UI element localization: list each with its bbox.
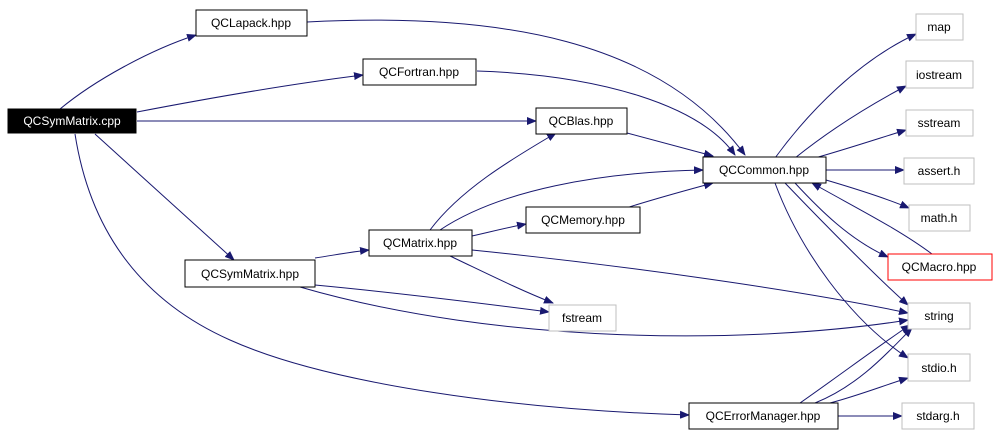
node-qcblas-hpp[interactable]: QCBlas.hpp — [535, 107, 628, 135]
node-label: stdarg.h — [916, 409, 959, 423]
node-qcfortran-hpp[interactable]: QCFortran.hpp — [362, 58, 477, 86]
node-qcsymmatrix-hpp[interactable]: QCSymMatrix.hpp — [184, 259, 316, 288]
edges — [59, 19, 933, 420]
node-map[interactable]: map — [915, 13, 964, 41]
node-iostream[interactable]: iostream — [905, 60, 974, 89]
edge-memory-common — [619, 181, 714, 211]
edge-symmatrix-fstream — [314, 284, 550, 315]
node-label: QCLapack.hpp — [211, 16, 291, 30]
node-fstream[interactable]: fstream — [548, 304, 617, 332]
edge-common-string — [784, 182, 909, 306]
node-qcmatrix-hpp[interactable]: QCMatrix.hpp — [368, 229, 473, 257]
node-label: QCCommon.hpp — [719, 163, 809, 177]
edge-root-symmatrix — [94, 133, 235, 261]
node-label: map — [927, 20, 951, 34]
node-sstream[interactable]: sstream — [905, 109, 974, 137]
node-label: string — [924, 309, 953, 323]
edge-matrix-blas — [429, 132, 557, 231]
node-label: math.h — [921, 211, 958, 225]
edge-matrix-string — [471, 249, 909, 316]
node-label: QCMemory.hpp — [541, 213, 625, 227]
node-label: QCBlas.hpp — [549, 114, 614, 128]
edge-matrix-fstream — [449, 255, 554, 304]
edge-symmatrix-matrix — [314, 246, 370, 259]
node-label: iostream — [916, 68, 962, 82]
edge-common-stdioh — [774, 182, 909, 359]
node-label: sstream — [918, 116, 961, 130]
node-label: QCMacro.hpp — [902, 260, 977, 274]
nodes: QCSymMatrix.cpp QCLapack.hpp QCFortran.h… — [7, 9, 993, 430]
edge-fortran-common — [476, 70, 736, 156]
node-label: fstream — [562, 311, 602, 325]
node-label: QCFortran.hpp — [379, 65, 459, 79]
edge-common-mathh — [825, 179, 910, 209]
node-label: QCErrorManager.hpp — [706, 409, 821, 423]
edge-matrix-common — [439, 166, 704, 231]
edge-macro-common — [811, 182, 933, 255]
node-qcsymmatrix-cpp[interactable]: QCSymMatrix.cpp — [7, 108, 137, 134]
node-label: QCSymMatrix.hpp — [201, 267, 299, 281]
edge-root-lapack — [59, 33, 197, 110]
edge-errmgr-string — [799, 324, 911, 404]
edge-root-errmgr — [74, 133, 690, 419]
edge-blas-common — [626, 132, 714, 158]
node-label: QCSymMatrix.cpp — [23, 114, 121, 128]
node-assert-h[interactable]: assert.h — [903, 157, 975, 185]
edge-common-macro — [794, 182, 889, 258]
edge-errmgr-stdioh — [829, 376, 909, 404]
node-qcerrormanager-hpp[interactable]: QCErrorManager.hpp — [688, 402, 839, 430]
edge-common-map — [774, 33, 917, 159]
node-qcmacro-hpp[interactable]: QCMacro.hpp — [887, 253, 993, 281]
node-string[interactable]: string — [907, 302, 971, 330]
node-qccommon-hpp[interactable]: QCCommon.hpp — [702, 156, 827, 184]
node-qcmemory-hpp[interactable]: QCMemory.hpp — [525, 206, 641, 234]
node-stdio-h[interactable]: stdio.h — [907, 353, 971, 382]
edge-errmgr-string-2 — [814, 327, 913, 404]
edge-lapack-common — [306, 19, 746, 156]
node-qclapack-hpp[interactable]: QCLapack.hpp — [195, 9, 308, 37]
edge-root-fortran — [136, 72, 364, 113]
node-label: assert.h — [918, 164, 961, 178]
edge-symmatrix-string — [299, 286, 909, 337]
edge-common-iostream — [794, 85, 907, 159]
edge-common-sstream — [814, 128, 907, 159]
edge-matrix-memory — [471, 221, 527, 237]
node-label: QCMatrix.hpp — [383, 236, 457, 250]
node-label: stdio.h — [921, 361, 956, 375]
node-math-h[interactable]: math.h — [908, 204, 971, 232]
node-stdarg-h[interactable]: stdarg.h — [901, 402, 975, 430]
